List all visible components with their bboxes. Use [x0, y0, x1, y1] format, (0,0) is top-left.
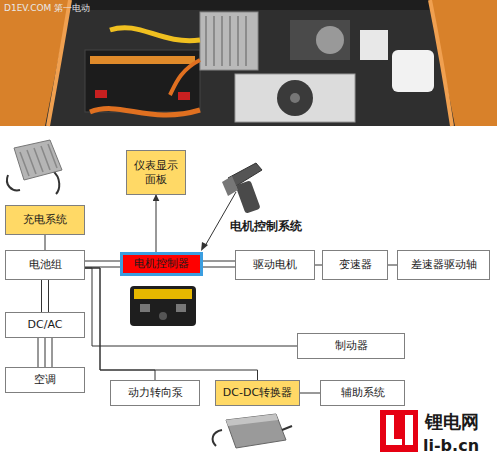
- box-label: 动力转向泵: [128, 386, 183, 400]
- box-label: 制动器: [335, 339, 368, 353]
- process-box: 空调: [5, 367, 85, 393]
- box-label: 电池组: [29, 258, 62, 272]
- box-label: 仪表显示 面板: [127, 159, 185, 187]
- connector-line: [52, 338, 53, 367]
- watermark: D1EV.COM 第一电动: [4, 2, 90, 15]
- process-box: 充电系统: [5, 205, 85, 235]
- process-box: 电机控制器: [120, 252, 203, 276]
- logo-text: 锂电网: [425, 410, 479, 434]
- process-box: 驱动电机: [235, 250, 315, 280]
- process-box: 辅助系统: [320, 380, 405, 406]
- connector: [85, 268, 258, 380]
- box-label: 电机控制器: [134, 257, 189, 271]
- box-label: 辅助系统: [341, 386, 385, 400]
- connector-line: [85, 268, 258, 380]
- system-label: 电机控制系统: [230, 218, 302, 235]
- connector: [156, 195, 157, 252]
- connector-line: [315, 265, 322, 266]
- connector: [388, 265, 397, 266]
- connector-line: [203, 267, 235, 268]
- connector-line: [300, 393, 320, 394]
- process-box: 变速器: [322, 250, 388, 280]
- charger-picture: [7, 140, 62, 194]
- controller-picture: [130, 286, 196, 326]
- connector: [38, 338, 52, 367]
- process-box: 仪表显示 面板: [126, 150, 186, 195]
- connector-line: [85, 267, 120, 268]
- box-label: 变速器: [339, 258, 372, 272]
- connector-line: [156, 195, 157, 252]
- connector-line: [38, 338, 39, 367]
- connector: [85, 268, 155, 380]
- connector-line: [85, 268, 155, 380]
- connector: [300, 393, 320, 394]
- logo-url: li-b.cn: [423, 436, 479, 455]
- process-box: 制动器: [297, 333, 405, 359]
- connector-line: [203, 261, 235, 262]
- box-label: DC-DC转换器: [223, 386, 292, 400]
- box-label: 充电系统: [23, 213, 67, 227]
- process-box: 电池组: [5, 250, 85, 280]
- connector: [203, 261, 235, 267]
- connector: [45, 235, 46, 250]
- box-label: DC/AC: [28, 318, 63, 332]
- process-box: DC/AC: [5, 312, 85, 338]
- connector-line: [85, 261, 120, 262]
- box-label: 驱动电机: [253, 258, 297, 272]
- box-label: 空调: [34, 373, 56, 387]
- engine-bay-photo: [0, 0, 497, 126]
- logo-mark: [380, 410, 418, 452]
- connector-line: [41, 280, 42, 312]
- connector: [85, 261, 120, 267]
- connector-line: [388, 265, 397, 266]
- process-box: 差速器驱动轴: [397, 250, 490, 280]
- process-box: 动力转向泵: [110, 380, 200, 406]
- connector-line: [45, 235, 46, 250]
- connector-line: [45, 338, 46, 367]
- arrowhead: [201, 242, 208, 251]
- process-box: DC-DC转换器: [215, 380, 300, 406]
- connector: [315, 265, 322, 266]
- box-label: 差速器驱动轴: [411, 258, 477, 272]
- dcdc-picture: [213, 414, 292, 448]
- connector-line: [48, 280, 49, 312]
- connector: [42, 280, 49, 312]
